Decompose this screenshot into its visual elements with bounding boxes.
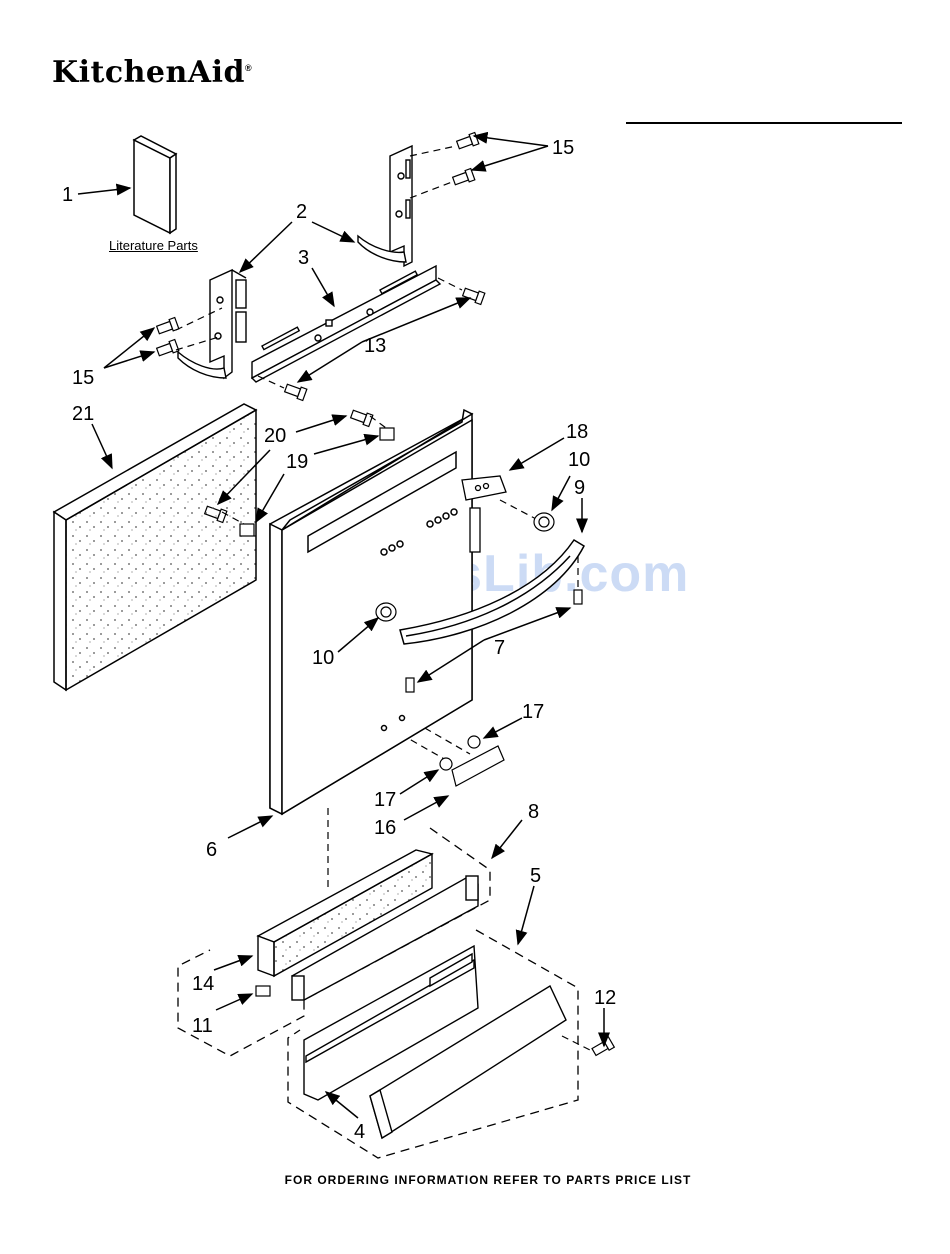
callout-7: 7	[494, 637, 505, 659]
callout-17-right: 17	[522, 701, 544, 723]
callout-10-top: 10	[568, 449, 590, 471]
callout-15-top: 15	[552, 137, 574, 159]
clip-11	[256, 986, 270, 996]
callout-11: 11	[192, 1015, 213, 1037]
mounting-bracket-right	[358, 146, 412, 266]
nuts-and-badge	[440, 736, 504, 786]
callout-9: 9	[574, 477, 585, 499]
callout-10-bottom: 10	[312, 647, 334, 669]
callout-20: 20	[264, 425, 286, 447]
callout-2: 2	[296, 201, 307, 223]
callout-5: 5	[530, 865, 541, 887]
callout-17-left: 17	[374, 789, 396, 811]
callout-18: 18	[566, 421, 588, 443]
insulation-panel	[54, 404, 256, 690]
callout-19: 19	[286, 451, 308, 473]
callout-21: 21	[72, 403, 94, 425]
callout-4: 4	[354, 1121, 365, 1143]
cross-rail	[252, 266, 440, 382]
callout-3: 3	[298, 247, 309, 269]
callout-8: 8	[528, 801, 539, 823]
callout-13: 13	[364, 335, 386, 357]
callout-12: 12	[594, 987, 616, 1009]
callout-16: 16	[374, 817, 396, 839]
callout-15-left: 15	[72, 367, 94, 389]
literature-booklet	[134, 136, 176, 233]
callout-1: 1	[62, 184, 73, 206]
callout-14: 14	[192, 973, 214, 995]
callout-6: 6	[206, 839, 217, 861]
